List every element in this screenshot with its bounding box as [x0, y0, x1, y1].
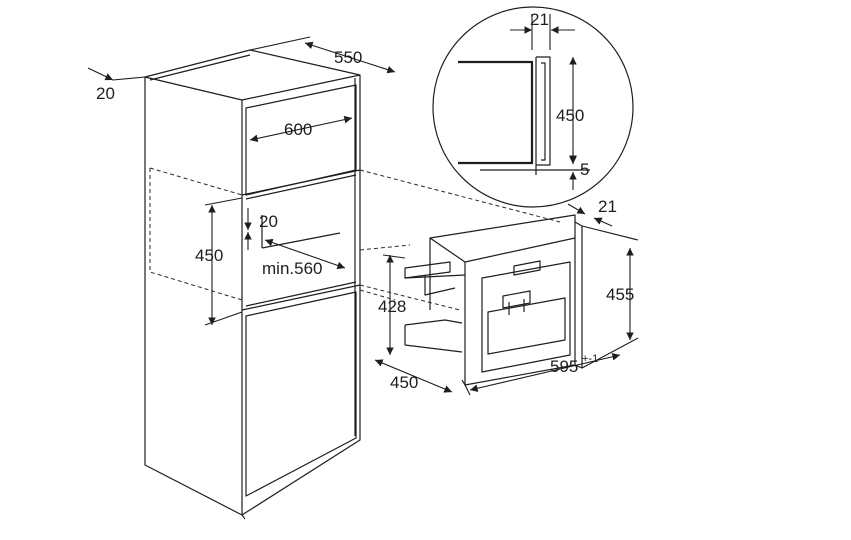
dim-detail-gap: 21: [510, 10, 575, 50]
dim-detail-bottom: 5: [569, 150, 589, 190]
dim-appliance-height: 428: [378, 254, 406, 355]
dim-cabinet-depth: 550: [249, 36, 396, 74]
detail-gap-label: 21: [530, 10, 549, 29]
cabinet-depth-label: 550: [334, 48, 362, 67]
dim-niche-height: 450: [195, 197, 243, 326]
niche-width-label: 600: [284, 120, 312, 139]
detail-circle: [432, 6, 634, 208]
appliance-width-label: 595: [550, 357, 578, 376]
side-offset-label: 20: [96, 84, 115, 103]
detail-height-label: 450: [556, 106, 584, 125]
front-height-label: 455: [606, 285, 634, 304]
dim-niche-width: 600: [249, 115, 353, 143]
niche-depth-label: min.560: [262, 259, 322, 278]
detail-bottom-label: 5: [580, 160, 589, 179]
dim-appliance-width: 595 +-1: [464, 353, 621, 396]
niche-height-label: 450: [195, 246, 223, 265]
front-overhang-label: 21: [598, 197, 617, 216]
tall-cabinet: [144, 49, 361, 520]
appliance-height-label: 428: [378, 297, 406, 316]
dim-side-offset: 20: [87, 67, 146, 103]
dim-niche-gap: 20: [244, 208, 278, 250]
dim-niche-depth: min.560: [262, 238, 346, 278]
niche-gap-label: 20: [259, 212, 278, 231]
appliance-width-tolerance: +-1: [582, 353, 598, 365]
dim-appliance-depth: 450: [374, 359, 453, 393]
dim-detail-height: 450: [556, 57, 584, 163]
dim-front-overhang: 21: [567, 197, 617, 227]
appliance-depth-label: 450: [390, 373, 418, 392]
dim-front-height: 455: [581, 225, 639, 369]
